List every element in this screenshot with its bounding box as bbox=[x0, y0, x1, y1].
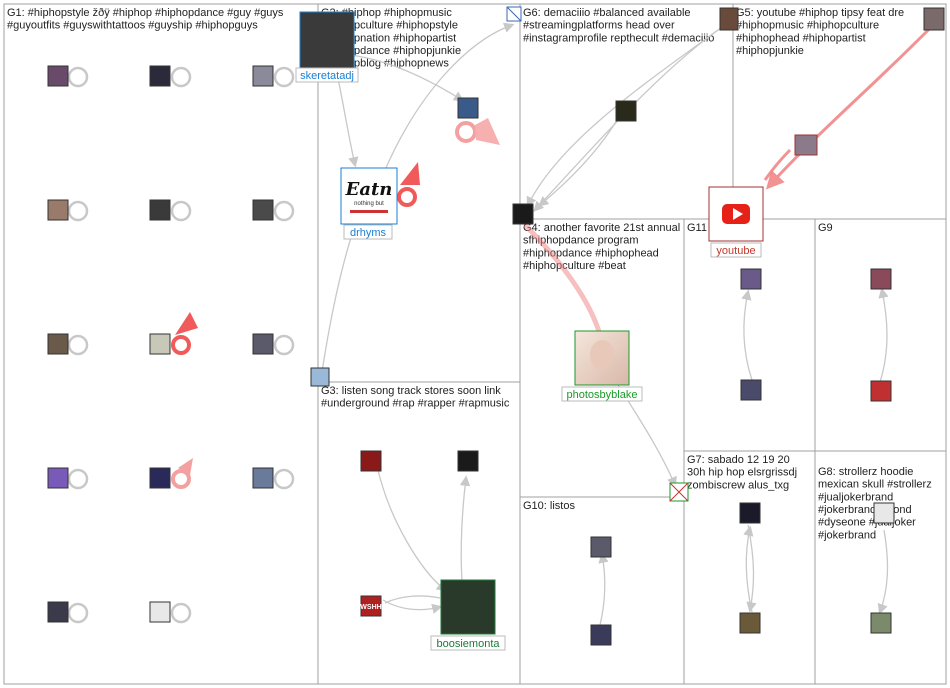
node-avatar[interactable] bbox=[871, 381, 891, 401]
node-label-drhyms[interactable]: drhyms bbox=[344, 225, 392, 239]
node-avatar[interactable] bbox=[48, 602, 68, 622]
node-avatar[interactable] bbox=[150, 200, 170, 220]
self-loop bbox=[457, 123, 475, 141]
node-avatar[interactable] bbox=[591, 537, 611, 557]
self-loop bbox=[275, 202, 293, 220]
node-avatar[interactable] bbox=[720, 8, 738, 30]
edge bbox=[383, 600, 440, 610]
node-avatar[interactable] bbox=[874, 503, 894, 523]
self-loop-tail bbox=[400, 162, 420, 185]
self-loop bbox=[172, 68, 190, 86]
node-avatar-skeretatadj[interactable] bbox=[300, 12, 354, 68]
node-avatar[interactable] bbox=[253, 468, 273, 488]
group-label-g6: G6: demaciiio #balanced available#stream… bbox=[523, 7, 714, 44]
node-avatar[interactable] bbox=[253, 200, 273, 220]
node-avatar[interactable] bbox=[48, 334, 68, 354]
self-loop bbox=[399, 189, 415, 205]
node-avatar-boosiemonta[interactable] bbox=[441, 580, 495, 634]
node-avatar[interactable] bbox=[741, 269, 761, 289]
svg-text:skeretatadj: skeretatadj bbox=[300, 70, 354, 82]
node-avatar[interactable] bbox=[740, 613, 760, 633]
self-loop bbox=[173, 337, 189, 353]
node-avatar[interactable] bbox=[924, 8, 944, 30]
svg-text:photosbyblake: photosbyblake bbox=[567, 389, 638, 401]
node-avatar[interactable] bbox=[616, 101, 636, 121]
node-avatar[interactable] bbox=[591, 625, 611, 645]
node-label-photosbyblake[interactable]: photosbyblake bbox=[562, 387, 642, 401]
edge bbox=[322, 225, 355, 372]
svg-text:Eatn: Eatn bbox=[345, 179, 393, 200]
node-avatar[interactable] bbox=[458, 451, 478, 471]
node-avatar[interactable] bbox=[48, 200, 68, 220]
node-label-skeretatadj[interactable]: skeretatadj bbox=[296, 68, 358, 82]
node-avatar[interactable] bbox=[150, 334, 170, 354]
node-avatar[interactable] bbox=[48, 468, 68, 488]
svg-text:WSHH: WSHH bbox=[360, 604, 381, 611]
self-loop bbox=[69, 202, 87, 220]
group-label-g11: G11 bbox=[687, 222, 707, 234]
node-labels: skeretatadj drhyms youtube photosbyblake… bbox=[296, 68, 761, 650]
broken-image-icon bbox=[670, 483, 688, 501]
self-loop bbox=[275, 336, 293, 354]
edge bbox=[744, 292, 752, 380]
self-loop bbox=[69, 68, 87, 86]
edge bbox=[600, 555, 605, 625]
node-avatar[interactable] bbox=[740, 503, 760, 523]
node-avatar[interactable] bbox=[150, 66, 170, 86]
svg-text:boosiemonta: boosiemonta bbox=[437, 638, 501, 650]
self-loop bbox=[172, 202, 190, 220]
group-label-g9: G9 bbox=[818, 222, 833, 234]
self-loop bbox=[172, 604, 190, 622]
self-loop bbox=[69, 604, 87, 622]
svg-text:nothing but: nothing but bbox=[354, 201, 384, 207]
group-label-g10: G10: listos bbox=[523, 500, 575, 512]
wshh-logo[interactable]: WSHH bbox=[360, 596, 381, 616]
node-label-boosiemonta[interactable]: boosiemonta bbox=[431, 636, 505, 650]
edge bbox=[461, 478, 466, 580]
node-avatar[interactable] bbox=[48, 66, 68, 86]
group-box-g10 bbox=[520, 497, 684, 684]
node-avatar[interactable] bbox=[361, 451, 381, 471]
node-avatar[interactable] bbox=[150, 468, 170, 488]
node-avatar[interactable] bbox=[311, 368, 329, 386]
youtube-logo[interactable] bbox=[709, 187, 763, 241]
edge bbox=[385, 596, 440, 603]
group-box-g9 bbox=[815, 219, 946, 451]
node-avatar[interactable] bbox=[253, 334, 273, 354]
self-loop bbox=[275, 68, 293, 86]
node-avatar[interactable] bbox=[871, 613, 891, 633]
node-avatar[interactable] bbox=[871, 269, 891, 289]
edge bbox=[378, 470, 445, 590]
self-loop bbox=[275, 470, 293, 488]
group-label-g1: G1: #hiphopstyle žðÿ #hiphop #hiphopdanc… bbox=[7, 7, 284, 32]
edge bbox=[880, 530, 887, 612]
node-avatar[interactable] bbox=[513, 204, 533, 224]
svg-text:youtube: youtube bbox=[716, 245, 755, 257]
self-loops-light bbox=[173, 118, 500, 487]
self-loop bbox=[69, 470, 87, 488]
node-avatar[interactable] bbox=[795, 135, 817, 155]
group-label-g7: G7: sabado 12 19 2030h hip hop elsrgriss… bbox=[687, 454, 797, 491]
node-avatar[interactable] bbox=[253, 66, 273, 86]
self-loop-tail bbox=[175, 312, 198, 335]
node-label-youtube[interactable]: youtube bbox=[711, 243, 761, 257]
node-avatar[interactable] bbox=[150, 602, 170, 622]
self-loop-tail bbox=[475, 118, 500, 145]
group-label-g5: G5: youtube #hiphop tipsy feat dre#hipho… bbox=[736, 7, 904, 57]
self-loop bbox=[69, 336, 87, 354]
self-loop bbox=[173, 471, 189, 487]
broken-image-icon bbox=[507, 7, 521, 21]
node-avatar-photosbyblake[interactable] bbox=[575, 331, 629, 385]
edge bbox=[880, 290, 887, 382]
group-label-g3: G3: listen song track stores soon link#u… bbox=[321, 385, 510, 410]
svg-text:drhyms: drhyms bbox=[350, 227, 387, 239]
drhyms-logo[interactable]: Eatn nothing but bbox=[341, 168, 397, 224]
node-avatar[interactable] bbox=[741, 380, 761, 400]
node-avatar[interactable] bbox=[458, 98, 478, 118]
